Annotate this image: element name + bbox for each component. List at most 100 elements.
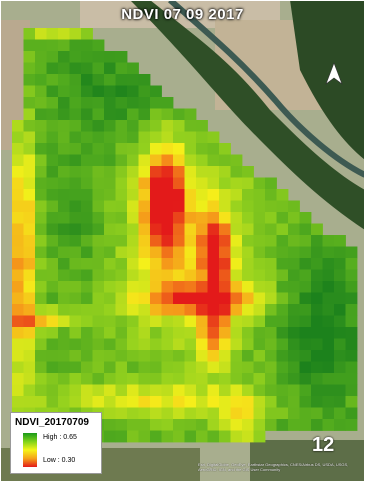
ndvi-cell	[127, 384, 139, 397]
ndvi-cell	[58, 108, 70, 121]
ndvi-cell	[173, 143, 185, 155]
ndvi-cell	[161, 304, 174, 316]
ndvi-cell	[92, 97, 105, 109]
ndvi-cell	[173, 120, 185, 132]
ndvi-cell	[81, 143, 93, 155]
ndvi-cell	[92, 292, 105, 305]
ndvi-cell	[196, 384, 208, 397]
ndvi-cell	[299, 373, 312, 385]
ndvi-cell	[161, 189, 174, 201]
ndvi-cell	[207, 350, 220, 362]
ndvi-cell	[219, 419, 231, 431]
ndvi-cell	[35, 39, 47, 52]
ndvi-cell	[127, 338, 139, 351]
ndvi-cell	[276, 200, 289, 213]
ndvi-cell	[161, 108, 174, 121]
ndvi-cell	[230, 361, 243, 374]
ndvi-cell	[288, 223, 300, 236]
ndvi-cell	[46, 338, 59, 351]
ndvi-cell	[104, 361, 116, 374]
ndvi-cell	[69, 361, 82, 374]
ndvi-cell	[92, 108, 105, 121]
ndvi-cell	[276, 338, 289, 351]
ndvi-cell	[23, 97, 36, 109]
ndvi-cell	[138, 154, 151, 167]
ndvi-cell	[127, 166, 139, 178]
ndvi-cell	[219, 212, 231, 224]
ndvi-cell	[104, 143, 116, 155]
ndvi-cell	[69, 350, 82, 362]
ndvi-cell	[219, 223, 231, 236]
ndvi-cell	[127, 350, 139, 362]
ndvi-cell	[265, 246, 277, 259]
ndvi-cell	[69, 396, 82, 408]
ndvi-cell	[219, 338, 231, 351]
ndvi-cell	[115, 189, 128, 201]
ndvi-cell	[23, 373, 36, 385]
ndvi-cell	[219, 327, 231, 339]
ndvi-cell	[311, 246, 323, 259]
ndvi-cell	[345, 350, 358, 362]
ndvi-cell	[81, 315, 93, 328]
ndvi-cell	[207, 212, 220, 224]
ndvi-cell	[219, 361, 231, 374]
ndvi-cell	[46, 85, 59, 98]
ndvi-cell	[196, 269, 208, 282]
ndvi-cell	[196, 166, 208, 178]
ndvi-cell	[35, 85, 47, 98]
ndvi-cell	[334, 338, 346, 351]
ndvi-cell	[138, 120, 151, 132]
ndvi-cell	[12, 235, 24, 247]
ndvi-cell	[161, 281, 174, 293]
ndvi-cell	[219, 143, 231, 155]
ndvi-cell	[334, 304, 346, 316]
ndvi-cell	[127, 304, 139, 316]
ndvi-cell	[35, 396, 47, 408]
ndvi-cell	[92, 361, 105, 374]
ndvi-cell	[12, 154, 24, 167]
ndvi-cell	[184, 223, 197, 236]
ndvi-cell	[242, 361, 254, 374]
basemap-field-bottom	[250, 440, 365, 482]
ndvi-cell	[207, 281, 220, 293]
ndvi-cell	[230, 338, 243, 351]
legend-title: NDVI_20170709	[15, 417, 89, 428]
ndvi-cell	[69, 62, 82, 75]
ndvi-cell	[299, 281, 312, 293]
ndvi-cell	[161, 430, 174, 443]
ndvi-cell	[219, 304, 231, 316]
ndvi-cell	[138, 235, 151, 247]
ndvi-cell	[35, 350, 47, 362]
ndvi-cell	[46, 62, 59, 75]
ndvi-cell	[150, 97, 162, 109]
ndvi-cell	[288, 269, 300, 282]
ndvi-cell	[161, 396, 174, 408]
ndvi-cell	[230, 212, 243, 224]
ndvi-cell	[207, 327, 220, 339]
ndvi-cell	[23, 143, 36, 155]
ndvi-cell	[138, 258, 151, 270]
ndvi-cell	[46, 28, 59, 40]
ndvi-cell	[230, 281, 243, 293]
ndvi-cell	[69, 327, 82, 339]
ndvi-cell	[150, 189, 162, 201]
ndvi-cell	[207, 189, 220, 201]
ndvi-cell	[23, 74, 36, 86]
ndvi-cell	[115, 131, 128, 144]
ndvi-cell	[150, 281, 162, 293]
ndvi-cell	[173, 407, 185, 420]
ndvi-cell	[138, 430, 151, 443]
ndvi-cell	[299, 292, 312, 305]
ndvi-cell	[288, 419, 300, 431]
ndvi-cell	[242, 212, 254, 224]
ndvi-cell	[334, 281, 346, 293]
ndvi-cell	[334, 407, 346, 420]
ndvi-cell	[58, 143, 70, 155]
ndvi-cell	[81, 223, 93, 236]
ndvi-cell	[150, 315, 162, 328]
ndvi-cell	[299, 235, 312, 247]
ndvi-cell	[81, 200, 93, 213]
ndvi-cell	[115, 166, 128, 178]
ndvi-cell	[92, 396, 105, 408]
ndvi-cell	[23, 39, 36, 52]
